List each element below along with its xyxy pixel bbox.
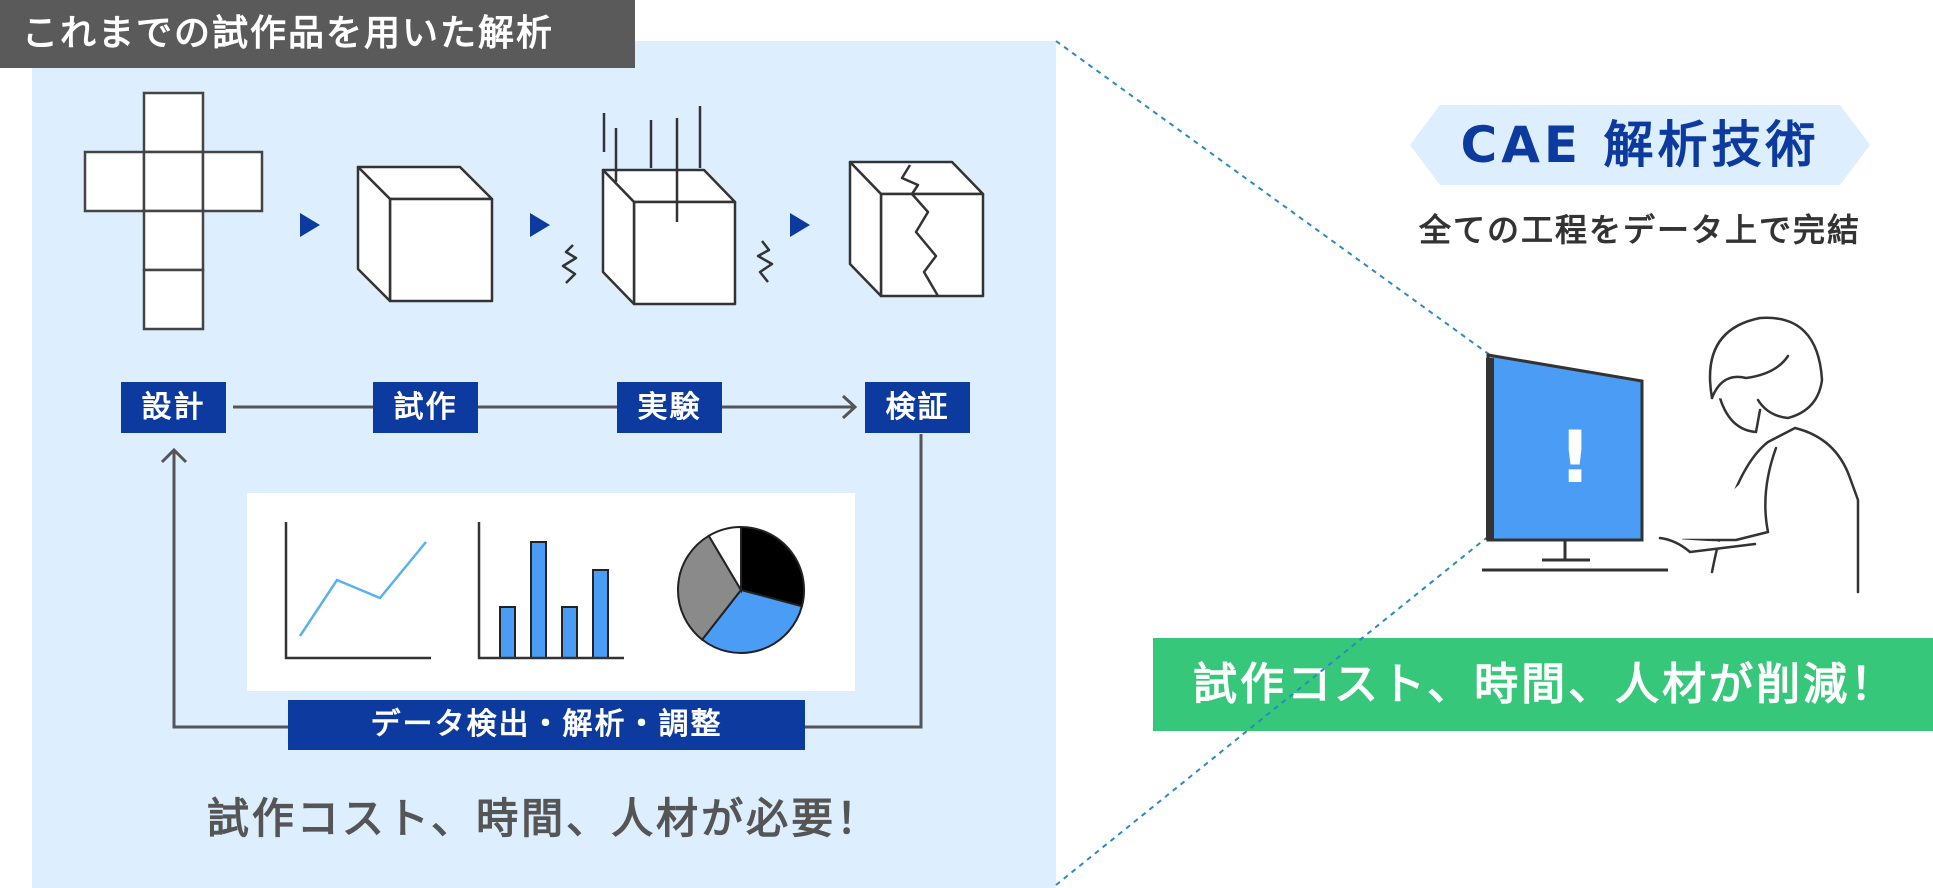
cae-banner-shape [1410,105,1870,185]
process-flow-lines [160,394,923,729]
cube-cracked-icon [848,160,985,298]
bar-chart-icon [477,522,624,660]
cube-prototype-icon [356,165,494,303]
arrow-2-icon [530,213,550,237]
pie-chart-icon [676,525,805,654]
arrow-3-icon [790,213,810,237]
zoom-line-top [1055,40,1491,356]
line-chart-icon [284,522,431,660]
left-caption: 試作コスト、時間、人材が必要！ [206,794,882,843]
result-banner: 試作コスト、時間、人材が削減！ [1153,638,1933,731]
cae-subtitle: 全ての工程をデータ上で完結 [1418,211,1861,249]
step-experiment: 実験 [617,382,722,433]
cae-title: CAE 解析技術 [1460,116,1820,174]
step-verification: 検証 [865,382,970,433]
zoom-line-bottom [1055,534,1491,886]
cube-net-icon [83,91,264,331]
step-prototype: 試作 [373,382,478,433]
monitor-icon [1482,353,1668,572]
panel-title: これまでの試作品を用いた解析 [0,0,635,68]
person-icon [1658,316,1860,594]
screen-exclamation: ! [1559,415,1592,499]
arrow-1-icon [300,213,320,237]
step-design: 設計 [121,382,226,433]
data-analysis-bar: データ検出・解析・調整 [288,700,805,750]
cube-impact-icon [561,106,774,306]
